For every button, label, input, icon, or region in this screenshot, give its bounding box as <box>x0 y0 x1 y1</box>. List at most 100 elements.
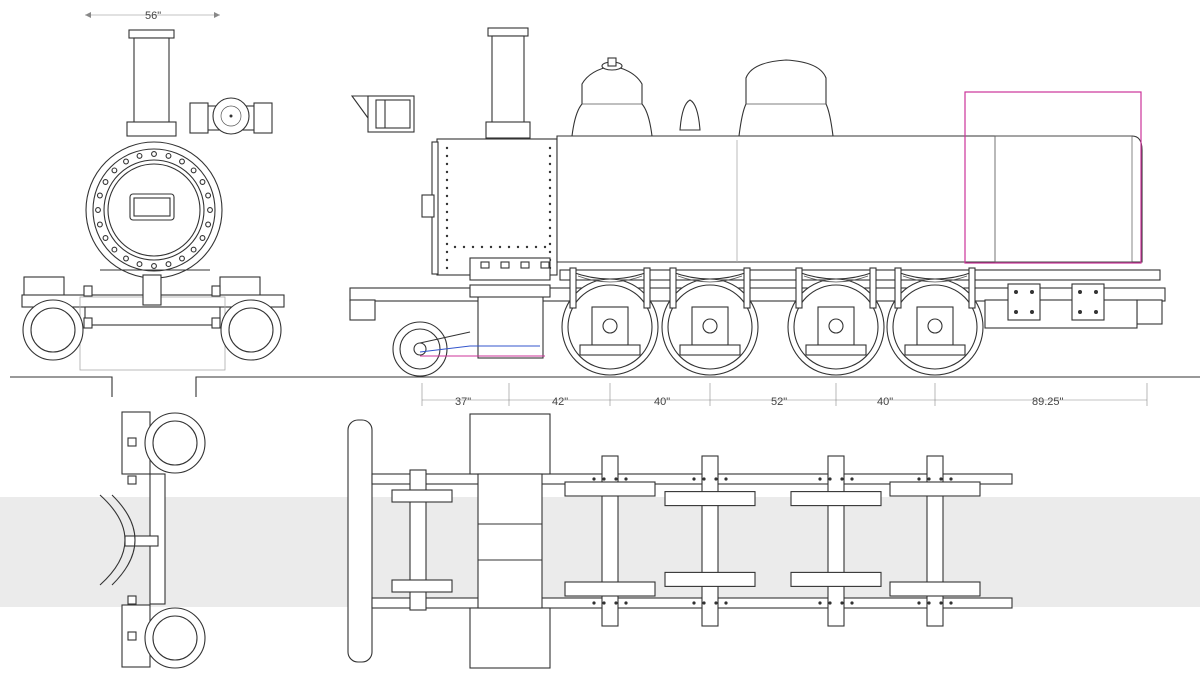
bolt <box>927 601 931 605</box>
wheel-tread <box>664 571 756 587</box>
rivet <box>548 194 552 198</box>
rivet <box>445 186 449 190</box>
bolt <box>165 152 172 159</box>
bolt <box>136 261 143 268</box>
bolt <box>828 477 832 481</box>
bolt <box>840 477 844 481</box>
hanger <box>569 267 577 309</box>
rivet <box>445 218 449 222</box>
bolt <box>927 477 931 481</box>
axle <box>828 318 844 334</box>
rivet <box>516 245 520 249</box>
bolt <box>151 151 157 157</box>
bolt <box>190 167 197 174</box>
bolt <box>199 179 206 185</box>
bolt <box>205 192 212 199</box>
bolt <box>939 477 943 481</box>
rivet <box>548 234 552 238</box>
wheel-tread <box>889 581 981 597</box>
rivet <box>548 178 552 182</box>
dim-label-3: 40" <box>654 396 670 408</box>
rivet <box>453 245 457 249</box>
axlebox <box>916 306 954 346</box>
dim-label-2: 42" <box>552 396 568 408</box>
rivet <box>445 234 449 238</box>
bolt <box>96 192 103 199</box>
rivet <box>445 266 449 270</box>
bolt <box>1030 310 1034 314</box>
bolt <box>123 158 129 165</box>
rivet <box>445 202 449 206</box>
bolt <box>111 167 118 174</box>
rivet <box>445 154 449 158</box>
bolt <box>602 477 606 481</box>
bolt <box>949 601 953 605</box>
wheel-tyre <box>567 284 653 370</box>
dim-label-6: 89.25" <box>1032 396 1064 408</box>
axle <box>927 318 943 334</box>
wheel-tread <box>889 481 981 497</box>
bolt <box>123 255 129 262</box>
wheel-tread <box>790 571 882 587</box>
rivet <box>445 258 449 262</box>
hanger <box>968 267 976 309</box>
rivet <box>445 250 449 254</box>
bolt <box>614 477 618 481</box>
front-gauge-label: 56" <box>145 10 161 22</box>
bolt <box>95 207 101 213</box>
bolt <box>111 246 118 253</box>
dim-label-5: 40" <box>877 396 893 408</box>
bolt <box>102 235 109 241</box>
rivet <box>445 226 449 230</box>
bolt <box>205 221 212 228</box>
leaf-spring <box>577 275 643 283</box>
frame-plan-view <box>347 413 1013 669</box>
rivet <box>548 170 552 174</box>
bolt <box>1030 290 1034 294</box>
rivet <box>543 245 547 249</box>
rivet <box>548 218 552 222</box>
keep <box>579 344 641 356</box>
keep <box>904 344 966 356</box>
wheel-tyre <box>892 284 978 370</box>
rivet <box>548 210 552 214</box>
keep <box>805 344 867 356</box>
rivet <box>471 245 475 249</box>
wheel-tread <box>564 481 656 497</box>
rivet <box>548 226 552 230</box>
rivet <box>445 194 449 198</box>
hanger <box>643 267 651 309</box>
bolt <box>724 477 728 481</box>
bolt <box>592 477 596 481</box>
bolt <box>1078 310 1082 314</box>
leaf-spring <box>902 275 968 283</box>
bolt <box>602 601 606 605</box>
bolt <box>818 477 822 481</box>
rivet <box>480 245 484 249</box>
bolt <box>850 601 854 605</box>
rivet <box>507 245 511 249</box>
bolt <box>96 221 103 228</box>
bolt <box>1094 290 1098 294</box>
rivet <box>548 146 552 150</box>
rivet <box>534 245 538 249</box>
truck-plan-view <box>99 411 206 669</box>
wheel-tyre <box>793 284 879 370</box>
bolt <box>1094 310 1098 314</box>
piping-blue <box>419 345 540 353</box>
wheel-tread <box>664 491 756 507</box>
bolt <box>714 477 718 481</box>
wheel-tread <box>790 491 882 507</box>
hanger <box>795 267 803 309</box>
bolt <box>724 601 728 605</box>
wheel-tyre <box>667 284 753 370</box>
bolt <box>624 601 628 605</box>
axle <box>602 318 618 334</box>
bolt <box>151 263 157 269</box>
cab-outline <box>964 91 1142 264</box>
bolt <box>949 477 953 481</box>
bolt <box>702 601 706 605</box>
bolt <box>624 477 628 481</box>
leaf-spring <box>677 275 743 283</box>
